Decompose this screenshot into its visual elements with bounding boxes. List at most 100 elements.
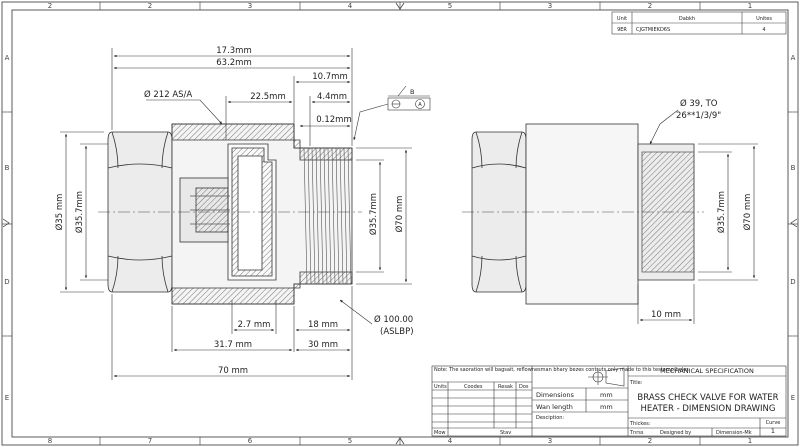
zone-bottom: 6 xyxy=(248,437,253,445)
zone-right: E xyxy=(791,394,795,402)
zone-top: 2 xyxy=(148,2,152,10)
footer-left-3: Tnrss xyxy=(629,430,644,436)
title-block xyxy=(431,365,787,437)
dimension-lines-left xyxy=(60,48,412,380)
zone-top: 1 xyxy=(748,2,752,10)
thread-line xyxy=(323,147,328,285)
thread-line xyxy=(335,147,340,285)
thread-line xyxy=(343,147,348,285)
zone-top: 3 xyxy=(548,2,552,10)
mini-header-units: Units xyxy=(434,384,447,390)
zone-top: 4 xyxy=(348,2,353,10)
thread-line xyxy=(339,147,344,285)
zone-bottom: 5 xyxy=(348,437,352,445)
drawing-title-line-2: HEATER - DIMENSION DRAWING xyxy=(641,404,776,414)
thread-line xyxy=(315,147,320,285)
sheet-label: Curve xyxy=(766,420,781,426)
dim-18: 18 mm xyxy=(308,320,338,330)
label-description: Desciption: xyxy=(536,415,564,421)
title-label: Title: xyxy=(629,380,643,386)
dim-0-12: 0.12mm xyxy=(316,115,352,125)
dim-63-2: 63.2mm xyxy=(216,58,252,68)
gdt-datum: B xyxy=(410,88,414,96)
dim-diameter-35-7-left: Ø35.7mm xyxy=(74,191,85,233)
thread-line xyxy=(331,147,336,285)
zone-top: 3 xyxy=(248,2,252,10)
dim-diameter-70-mid: Ø70 mm xyxy=(394,196,405,233)
dimension-lines-right xyxy=(637,109,758,324)
dim-2-7: 2.7 mm xyxy=(238,320,271,330)
revision-header-description: Dabkh xyxy=(679,16,695,22)
unit-mm-1: mm xyxy=(600,391,613,399)
label-dimensions: Dimensions xyxy=(536,391,575,399)
zone-top: 2 xyxy=(648,2,652,10)
dim-22-5: 22.5mm xyxy=(250,92,286,102)
valve-body xyxy=(171,123,353,305)
zone-top: 5 xyxy=(448,2,452,10)
footer-dimension-mk: Dimension-Mk xyxy=(716,430,752,436)
zone-left: A xyxy=(5,54,10,62)
dim-diameter-35-7-mid: Ø35.7mm xyxy=(368,193,379,235)
dim-diameter-35-7-right: Ø35.7mm xyxy=(716,191,727,233)
revision-table xyxy=(611,11,787,35)
zone-right: B xyxy=(791,164,796,172)
thread-line xyxy=(311,147,316,285)
right-callout-diameter: Ø 39, TO xyxy=(680,98,718,109)
thread-callout: Ø 212 AS/A xyxy=(144,89,192,100)
zone-bottom: 8 xyxy=(48,437,52,445)
zone-bottom: 4 xyxy=(448,437,453,445)
thread-line xyxy=(319,147,324,285)
revision-cell-units: 4 xyxy=(762,27,765,33)
label-wan-length: Wan length xyxy=(536,403,573,411)
thread-lines xyxy=(303,147,352,285)
gdt-frame xyxy=(353,85,431,141)
thickness-label: Thickes: xyxy=(629,421,651,427)
zone-labels-left: A B D E xyxy=(4,54,9,402)
dim-diameter-35-left: Ø35 mm xyxy=(54,194,65,231)
zone-left: D xyxy=(4,278,9,286)
dim-17-3: 17.3mm xyxy=(216,46,252,56)
footer-left-1: Mow xyxy=(434,430,445,436)
zone-left: E xyxy=(5,394,9,402)
thread-line xyxy=(347,147,352,285)
zone-labels-top: 2 2 3 4 5 3 2 1 xyxy=(48,2,752,10)
drawing-title-line-1: BRASS CHECK VALVE FOR WATER xyxy=(637,393,778,403)
zone-bottom: 3 xyxy=(548,437,552,445)
mini-header-resak: Resak xyxy=(498,384,513,390)
bottom-callout-diameter: Ø 100.00 xyxy=(374,314,413,325)
zone-labels-bottom: 8 7 6 5 4 3 2 1 xyxy=(48,437,752,445)
footer-designed-by: Designed by xyxy=(660,430,691,436)
dim-4-4: 4.4mm xyxy=(317,92,347,102)
zone-bottom: 1 xyxy=(748,437,752,445)
valve-exterior-view xyxy=(462,123,704,305)
zone-right: A xyxy=(791,54,796,62)
zone-top: 2 xyxy=(48,2,52,10)
zone-right: D xyxy=(790,278,795,286)
revision-header-unit: Unit xyxy=(617,16,627,22)
valve-section-view xyxy=(98,123,362,305)
thread-line xyxy=(327,147,332,285)
dim-70-length: 70 mm xyxy=(218,366,248,376)
title-block-note: Note: The saoration will bagsait, reflow… xyxy=(434,367,689,373)
thread-line xyxy=(307,147,312,285)
dim-30: 30 mm xyxy=(308,340,338,350)
bottom-callout-note: (ASLBP) xyxy=(380,327,414,337)
mechanical-specification-heading: MECHANICAL SPECIFICATION xyxy=(660,367,754,375)
projection-symbol xyxy=(588,367,625,387)
right-callout-thread: 26**1/3/9" xyxy=(676,111,721,121)
revision-cell-unit: 9ER xyxy=(617,27,627,33)
thread-line xyxy=(303,147,308,285)
zone-bottom: 2 xyxy=(648,437,652,445)
unit-mm-2: mm xyxy=(600,403,613,411)
zone-bottom: 7 xyxy=(148,437,152,445)
mini-header-dos: Dos xyxy=(519,384,529,390)
mini-header-codes: Coodes xyxy=(464,384,483,390)
revision-header-units: Unites xyxy=(756,16,772,22)
sheet-value: 1 xyxy=(771,427,775,435)
dim-10-7: 10.7mm xyxy=(312,72,348,82)
gdt-reference: A xyxy=(418,102,422,108)
dim-diameter-70-right: Ø70 mm xyxy=(742,194,753,231)
dim-31-7: 31.7 mm xyxy=(214,340,252,350)
